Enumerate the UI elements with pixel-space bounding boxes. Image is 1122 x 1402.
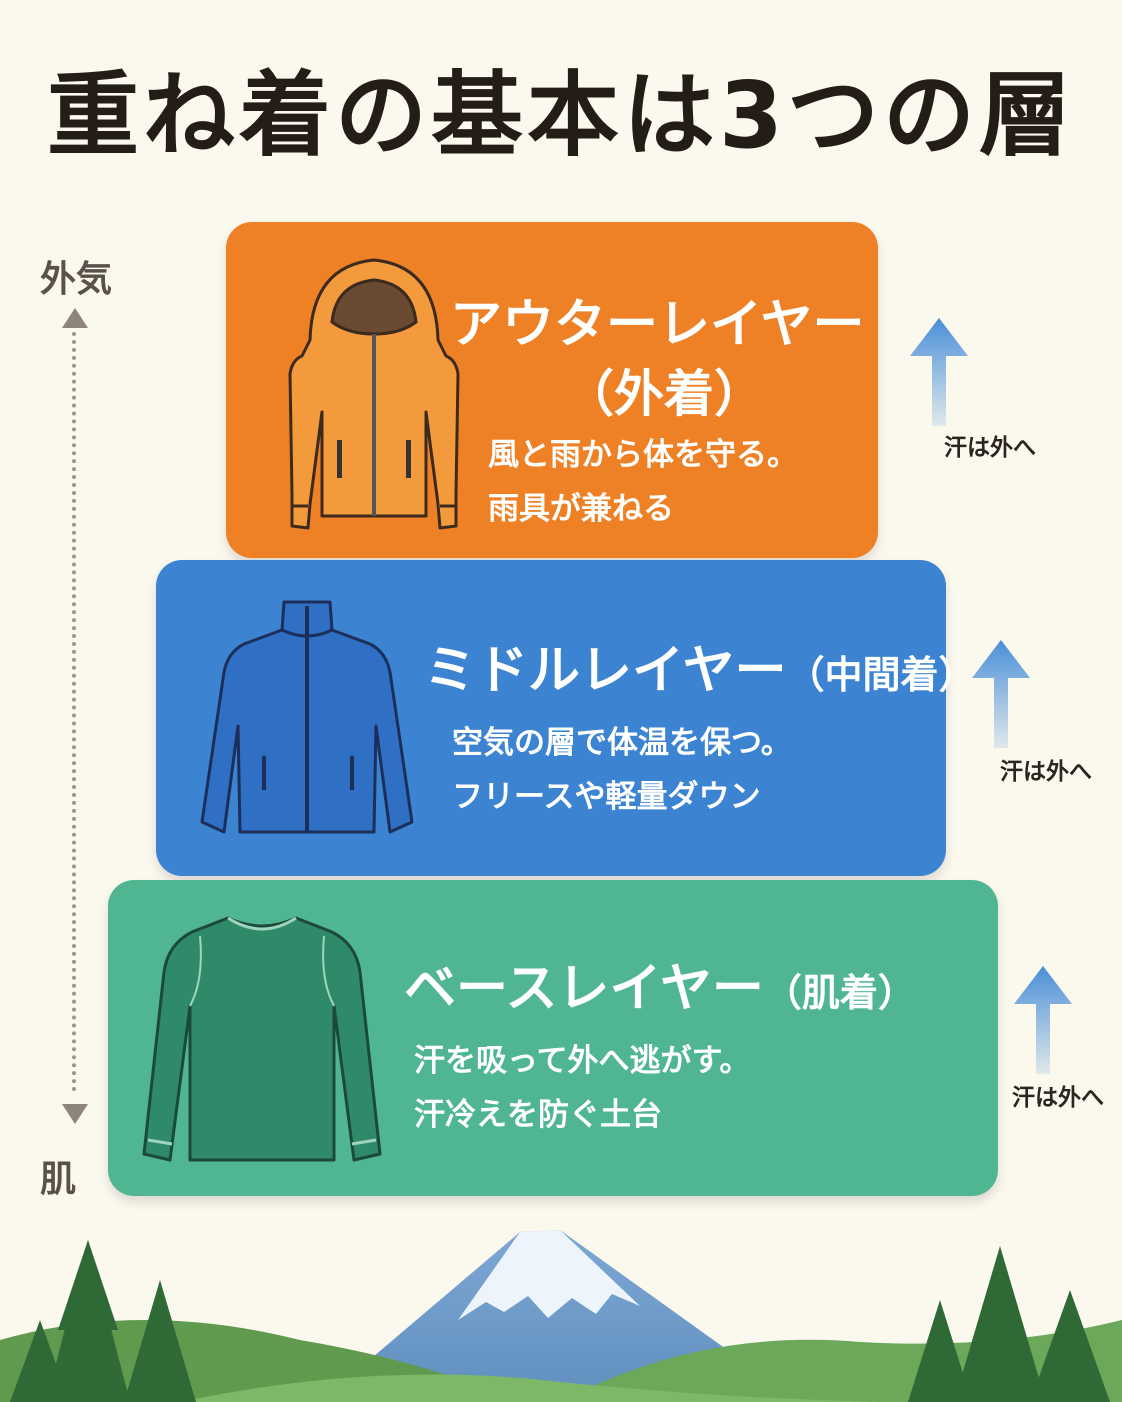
axis-dotted-line xyxy=(72,332,76,1092)
axis-skin-label: 肌 xyxy=(40,1159,77,1200)
hooded-jacket-icon xyxy=(288,258,460,530)
sweat-out-arrow-icon xyxy=(910,318,968,426)
outer-layer-sub: （外着） xyxy=(564,365,764,423)
page-title: 重ね着の基本は3つの層 xyxy=(46,62,1075,169)
middle-layer-desc: 空気の層で体温を保つ。 フリースや軽量ダウン xyxy=(452,716,792,824)
outer-layer-desc-line: 雨具が兼ねる xyxy=(488,491,674,527)
middle-layer-desc-line: 空気の層で体温を保つ。 xyxy=(452,725,792,761)
sweat-out-label: 汗は外へ xyxy=(1000,759,1092,785)
base-layer-sub: （肌着） xyxy=(763,971,916,1015)
sweat-out-arrow-icon xyxy=(972,640,1030,748)
base-layer-desc: 汗を吸って外へ逃がす。 汗冷えを防ぐ土台 xyxy=(414,1034,750,1142)
base-layer-desc-line: 汗を吸って外へ逃がす。 xyxy=(414,1043,751,1079)
fleece-jacket-icon xyxy=(200,600,414,834)
middle-layer-sub: （中間着） xyxy=(786,653,977,697)
outer-layer-desc: 風と雨から体を守る。 雨具が兼ねる xyxy=(488,428,798,536)
middle-layer-desc-line: フリースや軽量ダウン xyxy=(452,779,761,815)
sweat-out-label: 汗は外へ xyxy=(1012,1085,1104,1111)
middle-layer-name: ミドルレイヤー（中間着） xyxy=(424,628,976,703)
base-layer-name: ベースレイヤー（肌着） xyxy=(404,946,916,1021)
base-layer-desc-line: 汗冷えを防ぐ土台 xyxy=(414,1097,662,1133)
right-trees xyxy=(908,1246,1110,1402)
axis-outside-label: 外気 xyxy=(40,259,113,300)
left-trees xyxy=(10,1240,196,1402)
outer-layer-name: アウターレイヤー xyxy=(450,295,865,355)
base-layer-title: ベースレイヤー xyxy=(404,959,764,1019)
base-layer-card: ベースレイヤー（肌着） 汗を吸って外へ逃がす。 汗冷えを防ぐ土台 xyxy=(108,880,998,1196)
long-sleeve-shirt-icon xyxy=(142,916,382,1162)
outer-layer-card: アウターレイヤー （外着） 風と雨から体を守る。 雨具が兼ねる xyxy=(226,222,878,558)
mountain-snowcap xyxy=(458,1230,640,1320)
middle-layer-card: ミドルレイヤー（中間着） 空気の層で体温を保つ。 フリースや軽量ダウン xyxy=(156,560,976,876)
sweat-out-arrow-icon xyxy=(1014,966,1072,1074)
outer-layer-desc-line: 風と雨から体を守る。 xyxy=(488,437,798,473)
mountain-scenery-illustration xyxy=(0,1230,1122,1402)
sweat-out-label: 汗は外へ xyxy=(944,435,1036,461)
axis-down-arrow-icon xyxy=(62,1104,88,1124)
middle-layer-title: ミドルレイヤー xyxy=(424,641,787,701)
axis-up-arrow-icon xyxy=(62,308,88,328)
